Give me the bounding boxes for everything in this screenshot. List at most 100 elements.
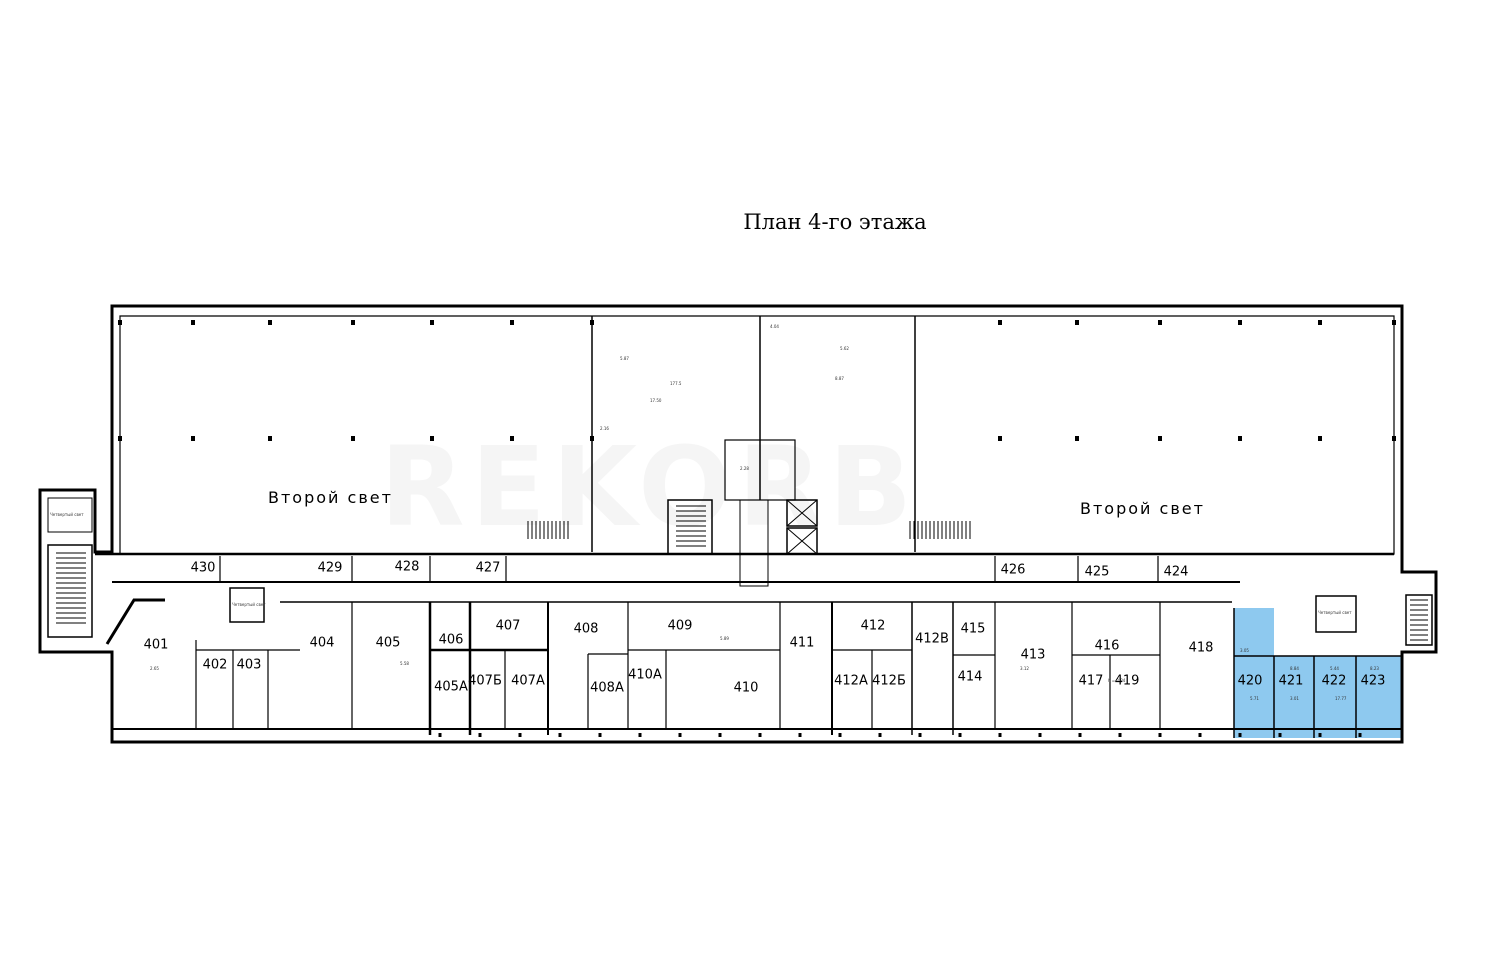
column	[351, 320, 355, 325]
room-label: 428	[395, 560, 420, 575]
dimension-label: 2.65	[150, 666, 159, 671]
column	[351, 436, 355, 441]
room-label: 412В	[915, 632, 949, 647]
stairs-treads	[56, 505, 1428, 641]
column	[878, 733, 882, 737]
floor-plan-title: План 4-го этажа	[743, 210, 927, 234]
room-label: 414	[958, 670, 983, 685]
column	[1158, 733, 1162, 737]
light-well-center	[229, 587, 265, 623]
room-label: 415	[961, 622, 986, 637]
stair-light-label-center: Четвертый свет	[232, 602, 266, 607]
room-label: 418	[1189, 641, 1214, 656]
room-label: 411	[790, 636, 815, 651]
column	[998, 733, 1002, 737]
room-label: 427	[476, 561, 501, 576]
column	[838, 733, 842, 737]
column	[590, 320, 594, 325]
column	[558, 733, 562, 737]
room-label: 422	[1322, 674, 1347, 689]
light-well-east	[1315, 595, 1357, 633]
dimension-label: 5.87	[620, 356, 629, 361]
column	[430, 320, 434, 325]
stair-light-label-west: Четвертый свет	[50, 512, 84, 517]
room-label: 420	[1238, 674, 1263, 689]
structural-columns	[118, 320, 1396, 737]
dimension-label: 2.16	[600, 426, 609, 431]
column	[268, 320, 272, 325]
room-label: 407	[496, 619, 521, 634]
dimension-label: 8.87	[835, 376, 844, 381]
dimension-label: 5.44	[1330, 666, 1339, 671]
highlighted-rooms	[1234, 608, 1401, 738]
column	[998, 436, 1002, 441]
column	[1158, 320, 1162, 325]
dimension-label: 3.01	[1290, 696, 1299, 701]
room-label: 410А	[628, 668, 662, 683]
second-light-label-west: Второй свет	[268, 488, 393, 507]
column	[191, 436, 195, 441]
column	[918, 733, 922, 737]
room-label: 425	[1085, 565, 1110, 580]
column	[1118, 733, 1122, 737]
elevator-shaft-2	[786, 527, 818, 555]
column	[958, 733, 962, 737]
column	[1198, 733, 1202, 737]
column	[678, 733, 682, 737]
room-label: 408А	[590, 681, 624, 696]
column	[1075, 436, 1079, 441]
column	[118, 436, 122, 441]
column	[1318, 733, 1322, 737]
room-label: 429	[318, 561, 343, 576]
room-label: 404	[310, 636, 335, 651]
dimension-label: 3.05	[1240, 648, 1249, 653]
light-well-west	[47, 497, 93, 533]
stair-block-east	[1405, 594, 1433, 646]
column	[1038, 733, 1042, 737]
room-label: 426	[1001, 563, 1026, 578]
partition-401	[105, 598, 165, 645]
column	[1238, 436, 1242, 441]
column	[718, 733, 722, 737]
elevator-shaft-1	[786, 499, 818, 527]
outer-wall-main	[38, 304, 1438, 744]
dimension-label: 4.04	[770, 324, 779, 329]
column	[438, 733, 442, 737]
room-label: 412А	[834, 674, 868, 689]
stair-core-center	[667, 499, 713, 555]
column	[1075, 320, 1079, 325]
room-label: 410	[734, 681, 759, 696]
room-label: 424	[1164, 565, 1189, 580]
room-label: 401	[144, 638, 169, 653]
column	[478, 733, 482, 737]
room-label: 412	[861, 619, 886, 634]
dimension-label: 8.23	[1370, 666, 1379, 671]
column	[1158, 436, 1162, 441]
dimension-label: 5.58	[400, 661, 409, 666]
column	[1318, 320, 1322, 325]
dimension-label: 3.12	[1020, 666, 1029, 671]
column	[798, 733, 802, 737]
second-light-label-east: Второй свет	[1080, 499, 1205, 518]
dimension-label: 5.89	[720, 636, 729, 641]
column	[1278, 733, 1282, 737]
column	[510, 436, 514, 441]
column	[191, 320, 195, 325]
dimension-label: 5.71	[1250, 696, 1259, 701]
outer-walls	[38, 304, 1438, 744]
column	[510, 320, 514, 325]
column	[598, 733, 602, 737]
column	[638, 733, 642, 737]
room-label: 416	[1095, 639, 1120, 654]
column	[590, 436, 594, 441]
elevator-x-1b	[786, 499, 818, 527]
column	[1318, 436, 1322, 441]
room-label: 423	[1361, 674, 1386, 689]
column	[998, 320, 1002, 325]
dimension-label: 17.50	[650, 398, 662, 403]
stair-light-label-east: Четвертый свет	[1318, 610, 1352, 615]
dimension-label: 2.28	[740, 466, 749, 471]
